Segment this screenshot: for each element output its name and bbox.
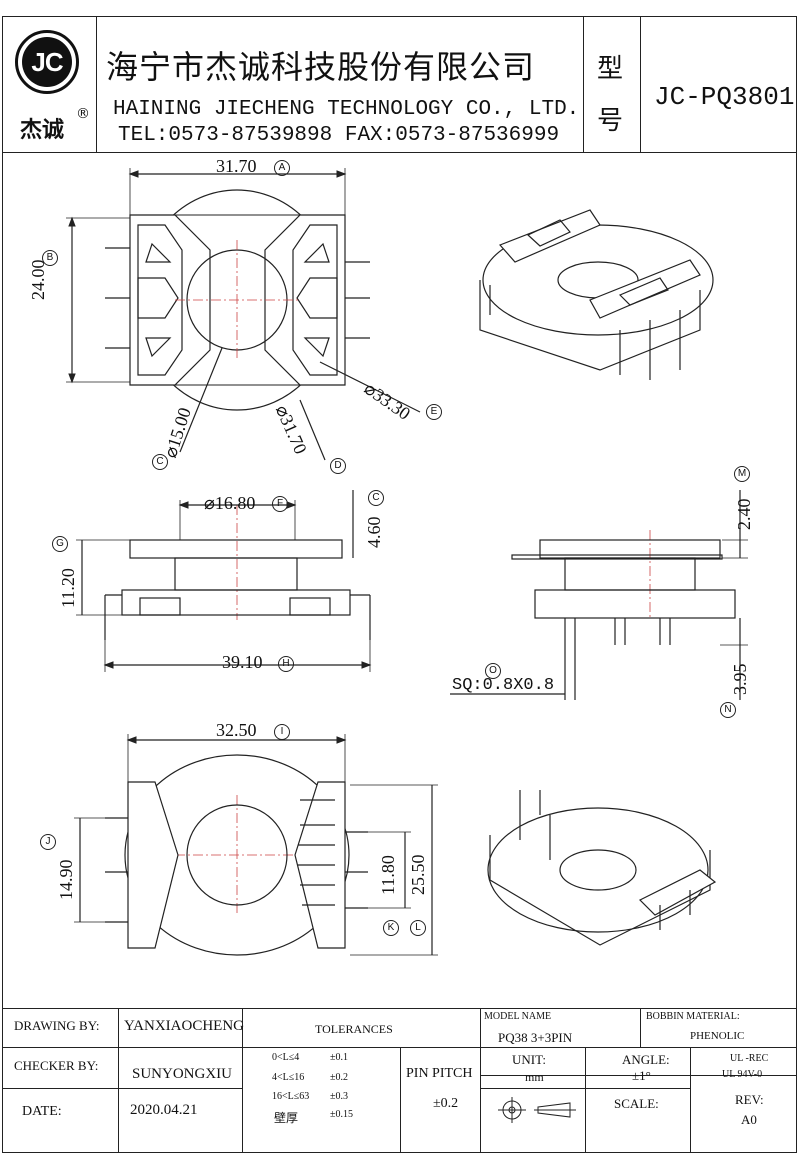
dim-C2-tag: C: [368, 490, 384, 506]
tb-row1: [2, 1047, 797, 1048]
projection-symbol: [498, 1097, 576, 1123]
tol-range-3: 16<L≤63: [272, 1091, 310, 1102]
dim-K-value: 11.80: [378, 855, 398, 895]
rev-label: REV:: [735, 1092, 764, 1107]
dim-A-value: 31.70: [216, 156, 257, 176]
tol-value-4: ±0.15: [330, 1109, 353, 1120]
dim-J-value: 14.90: [56, 859, 76, 901]
dim-E-dia-tag: E: [426, 404, 442, 420]
ul-94v0: UL 94V-0: [722, 1069, 763, 1080]
dim-C-dia-tag: C: [152, 454, 168, 470]
date-value: 2020.04.21: [130, 1102, 198, 1118]
dim-B-value: 24.00: [28, 259, 48, 301]
top-view: [105, 189, 370, 411]
tol-value-3: ±0.3: [330, 1091, 348, 1102]
drawing-frame: [2, 16, 797, 1153]
pin-pitch-value: ±0.2: [433, 1096, 459, 1111]
tb-top: [2, 1008, 797, 1009]
dim-H-tag: H: [278, 656, 294, 672]
tb-row2-right: [480, 1075, 797, 1076]
tol-value-2: ±0.2: [330, 1072, 348, 1083]
checker-by-label: CHECKER BY:: [14, 1058, 99, 1073]
dim-A-tag: A: [274, 160, 290, 176]
date-label: DATE:: [22, 1104, 62, 1119]
header-divider-v1: [96, 16, 97, 152]
logo-text: JC: [22, 37, 72, 87]
tol-range-4: 壁厚: [274, 1111, 299, 1125]
angle-value: ±1°: [632, 1068, 651, 1083]
dim-O-value: SQ:0.8X0.8: [452, 676, 555, 695]
dim-G-tag: G: [52, 536, 68, 552]
drawing-by-label: DRAWING BY:: [14, 1018, 100, 1033]
tb-v6: [640, 1008, 641, 1048]
company-contact: TEL:0573-87539898 FAX:0573-87536999: [118, 124, 560, 147]
dim-C2-value: 4.60: [364, 516, 384, 549]
header-divider: [2, 152, 797, 153]
dim-J-tag: J: [40, 834, 56, 850]
dim-M-value: 2.40: [734, 498, 754, 531]
dim-G-value: 11.20: [58, 568, 78, 608]
dim-K-tag: K: [383, 920, 399, 936]
model-label-2: 号: [597, 106, 624, 136]
tol-value-1: ±0.1: [330, 1052, 348, 1063]
bottom-view: [105, 754, 368, 956]
iso-view-2: [487, 790, 717, 946]
dim-F-dia-value: ⌀16.80: [204, 493, 256, 513]
dim-N-tag: N: [720, 702, 736, 718]
tb-v4: [480, 1008, 481, 1153]
dim-L-tag: L: [410, 920, 426, 936]
tb-row2-left: [2, 1088, 242, 1089]
dim-M-tag: M: [734, 466, 750, 482]
tb-v1: [118, 1008, 119, 1153]
dim-I-tag: I: [274, 724, 290, 740]
unit-label: UNIT:: [512, 1052, 547, 1067]
company-name-en: HAINING JIECHENG TECHNOLOGY CO., LTD.: [113, 98, 580, 121]
header-divider-v2: [583, 16, 584, 152]
side-view: [511, 539, 736, 645]
scale-label: SCALE:: [614, 1096, 659, 1111]
dim-F-dia-tag: F: [272, 496, 288, 512]
tol-range-1: 0<L≤4: [272, 1052, 300, 1063]
dim-N-value: 3.95: [730, 663, 750, 696]
front-view: [104, 539, 371, 640]
model-number: JC-PQ3801: [654, 82, 795, 112]
dim-B-tag: B: [42, 250, 58, 266]
registered-mark: ®: [76, 106, 90, 122]
model-name-value: PQ38 3+3PIN: [498, 1030, 573, 1045]
rev-value: A0: [741, 1112, 757, 1127]
dim-H-value: 39.10: [222, 652, 263, 672]
header-divider-v3: [640, 16, 641, 152]
bobbin-material-value: PHENOLIC: [690, 1030, 745, 1042]
ul-rec: UL -REC: [730, 1053, 769, 1064]
tb-v5: [585, 1047, 586, 1153]
dim-L-value: 25.50: [408, 854, 428, 896]
tb-v3: [400, 1047, 401, 1153]
tolerances-label: TOLERANCES: [315, 1022, 393, 1036]
iso-view-1: [479, 209, 714, 380]
company-logo: JC 杰诚 ®: [6, 22, 94, 150]
drawing-by-value: YANXIAOCHENG: [124, 1018, 244, 1034]
dim-D-dia-tag: D: [330, 458, 346, 474]
model-name-label: MODEL NAME: [484, 1011, 552, 1022]
tol-range-2: 4<L≤16: [272, 1072, 305, 1083]
model-label-1: 型: [597, 54, 624, 84]
dim-I-value: 32.50: [216, 720, 257, 740]
dim-O-tag: O: [485, 663, 501, 679]
logo-brand: 杰诚: [20, 118, 65, 143]
bobbin-material-label: BOBBIN MATERIAL:: [646, 1011, 740, 1022]
company-name-cn: 海宁市杰诚科技股份有限公司: [106, 48, 536, 86]
tb-v2: [242, 1008, 243, 1153]
pin-pitch-label: PIN PITCH: [406, 1066, 473, 1081]
tb-v7: [690, 1047, 691, 1153]
angle-label: ANGLE:: [622, 1052, 670, 1067]
checker-by-value: SUNYONGXIU: [132, 1066, 232, 1082]
unit-value: mm: [525, 1070, 544, 1084]
